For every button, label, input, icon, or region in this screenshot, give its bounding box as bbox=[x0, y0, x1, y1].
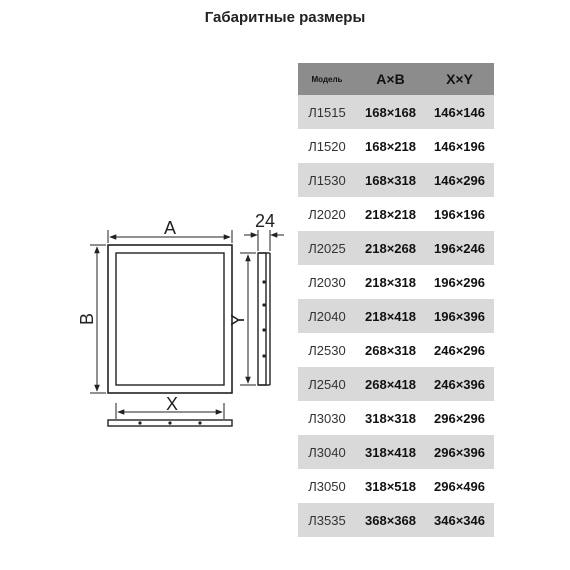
cell-xy: 346×346 bbox=[425, 503, 494, 537]
cell-model: Л3535 bbox=[298, 503, 356, 537]
cell-ab: 168×168 bbox=[356, 95, 425, 129]
dimension-a: A bbox=[107, 218, 233, 243]
cell-ab: 318×418 bbox=[356, 435, 425, 469]
cell-ab: 168×218 bbox=[356, 129, 425, 163]
cell-ab: 368×368 bbox=[356, 503, 425, 537]
page-title: Габаритные размеры bbox=[204, 9, 366, 26]
cell-xy: 196×396 bbox=[425, 299, 494, 333]
cell-ab: 218×418 bbox=[356, 299, 425, 333]
cell-xy: 196×246 bbox=[425, 231, 494, 265]
cell-model: Л2040 bbox=[298, 299, 356, 333]
header-ab: A×B bbox=[356, 63, 425, 95]
cell-ab: 168×318 bbox=[356, 163, 425, 197]
cell-xy: 246×396 bbox=[425, 367, 494, 401]
cell-model: Л2020 bbox=[298, 197, 356, 231]
cell-ab: 268×318 bbox=[356, 333, 425, 367]
dimension-depth: 24 bbox=[244, 211, 284, 251]
cell-model: Л1520 bbox=[298, 129, 356, 163]
cell-ab: 318×518 bbox=[356, 469, 425, 503]
cell-model: Л2030 bbox=[298, 265, 356, 299]
cell-ab: 318×318 bbox=[356, 401, 425, 435]
header-model: Модель bbox=[298, 63, 356, 95]
cell-xy: 196×296 bbox=[425, 265, 494, 299]
label-depth: 24 bbox=[255, 211, 275, 231]
cell-xy: 146×146 bbox=[425, 95, 494, 129]
dimension-y: Y bbox=[228, 252, 256, 386]
label-b: B bbox=[77, 313, 97, 325]
label-y: Y bbox=[228, 314, 248, 326]
cell-ab: 218×218 bbox=[356, 197, 425, 231]
cell-xy: 296×296 bbox=[425, 401, 494, 435]
cell-model: Л2025 bbox=[298, 231, 356, 265]
cell-xy: 146×296 bbox=[425, 163, 494, 197]
cell-model: Л3050 bbox=[298, 469, 356, 503]
cell-model: Л1530 bbox=[298, 163, 356, 197]
cell-xy: 246×296 bbox=[425, 333, 494, 367]
dimension-b: B bbox=[77, 244, 106, 394]
hatch-bottom-view bbox=[107, 419, 233, 427]
dimension-x: X bbox=[115, 394, 225, 419]
hatch-side-view bbox=[257, 252, 271, 386]
cell-model: Л3040 bbox=[298, 435, 356, 469]
dimension-drawing: A B X Y bbox=[77, 211, 284, 427]
table-header-row: Модель A×B X×Y bbox=[298, 63, 494, 95]
cell-ab: 218×318 bbox=[356, 265, 425, 299]
cell-ab: 268×418 bbox=[356, 367, 425, 401]
cell-xy: 296×496 bbox=[425, 469, 494, 503]
cell-xy: 296×396 bbox=[425, 435, 494, 469]
cell-xy: 196×196 bbox=[425, 197, 494, 231]
cell-model: Л2540 bbox=[298, 367, 356, 401]
cell-model: Л2530 bbox=[298, 333, 356, 367]
cell-ab: 218×268 bbox=[356, 231, 425, 265]
cell-model: Л1515 bbox=[298, 95, 356, 129]
cell-model: Л3030 bbox=[298, 401, 356, 435]
hatch-front-view bbox=[107, 244, 233, 394]
label-a: A bbox=[164, 218, 176, 238]
header-xy: X×Y bbox=[425, 63, 494, 95]
label-x: X bbox=[166, 394, 178, 414]
cell-xy: 146×196 bbox=[425, 129, 494, 163]
